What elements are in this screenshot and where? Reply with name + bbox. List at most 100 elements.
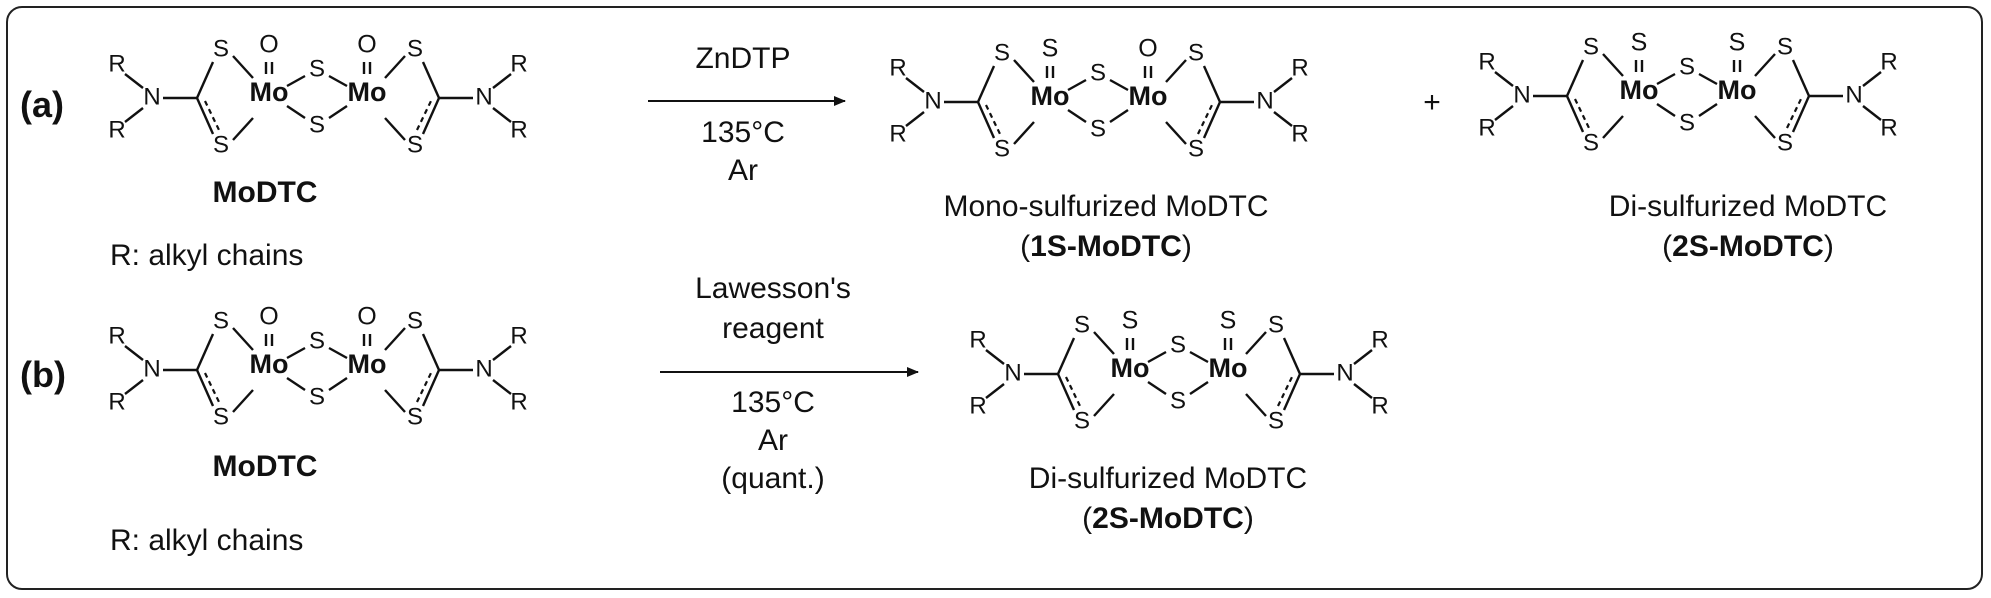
r-group-note-a: R: alkyl chains <box>110 239 303 272</box>
s-atom: S <box>1074 311 1090 338</box>
bond <box>1754 115 1776 139</box>
s-atom: S <box>1268 407 1284 434</box>
s-atom: S <box>1777 129 1793 156</box>
bond <box>1273 111 1293 127</box>
s-atom: S <box>407 131 423 158</box>
bond <box>1282 337 1302 375</box>
s-atom: S <box>1074 407 1090 434</box>
n-atom: N <box>1256 87 1273 114</box>
bond <box>421 61 441 99</box>
bond <box>1791 95 1811 133</box>
product-name-2s-a: Di-sulfurized MoDTC <box>1609 190 1887 223</box>
reactant-name-a: MoDTC <box>213 176 318 209</box>
s-atom: S <box>309 111 325 138</box>
r-atom: R <box>1371 392 1388 419</box>
bond <box>1494 105 1514 121</box>
n-atom: N <box>143 83 160 110</box>
r-atom: R <box>969 326 986 353</box>
bond <box>124 345 144 361</box>
bond <box>1165 59 1187 83</box>
bond <box>1189 350 1209 364</box>
bond <box>492 107 512 123</box>
r-atom: R <box>108 388 125 415</box>
bond <box>1013 59 1035 83</box>
plus-sign: + <box>1423 86 1441 119</box>
bond <box>905 111 925 127</box>
bond <box>1273 77 1293 93</box>
r-atom: R <box>889 120 906 147</box>
bond <box>985 383 1005 399</box>
bond <box>492 345 512 361</box>
bond <box>286 377 306 391</box>
bond <box>1698 103 1718 117</box>
bond <box>328 346 348 360</box>
bond-dashed <box>1277 376 1293 407</box>
s-atom: S <box>309 327 325 354</box>
bond <box>1109 78 1129 92</box>
mo-atom: Mo <box>250 77 289 107</box>
product-name-2s-b: Di-sulfurized MoDTC <box>1029 462 1307 495</box>
mo-atom: Mo <box>348 349 387 379</box>
s-atom-highlight: S <box>1729 29 1746 57</box>
bond <box>1202 65 1222 103</box>
r-atom: R <box>510 50 527 77</box>
bond <box>1056 337 1076 375</box>
bond <box>232 327 254 351</box>
bond <box>976 65 996 103</box>
bond <box>1754 53 1776 77</box>
bond <box>328 377 348 391</box>
s-atom: S <box>1679 109 1695 136</box>
bond <box>1602 115 1624 139</box>
bond <box>232 117 254 141</box>
s-atom: S <box>1188 39 1204 66</box>
bond <box>1602 53 1624 77</box>
bond <box>1245 331 1267 355</box>
bond <box>1656 72 1676 86</box>
bond <box>286 346 306 360</box>
bond-dashed <box>416 372 432 403</box>
r-atom: R <box>510 116 527 143</box>
mo-atom: Mo <box>1718 75 1757 105</box>
o-atom: O <box>357 303 376 331</box>
s-atom-highlight: S <box>1631 29 1648 57</box>
bond <box>905 77 925 93</box>
scheme-frame <box>6 6 1983 590</box>
bond <box>1656 103 1676 117</box>
r-atom: R <box>510 322 527 349</box>
bond-dashed <box>1065 376 1081 407</box>
bond <box>1353 383 1373 399</box>
r-atom: R <box>510 388 527 415</box>
n-atom: N <box>1004 359 1021 386</box>
n-atom: N <box>1336 359 1353 386</box>
product-name-1s: Mono-sulfurized MoDTC <box>943 190 1268 223</box>
bond <box>1791 59 1811 97</box>
s-atom: S <box>1268 311 1284 338</box>
s-atom-highlight: S <box>1122 307 1139 335</box>
bond <box>1056 373 1076 411</box>
bond-dashed <box>1197 104 1213 135</box>
bond <box>1093 331 1115 355</box>
s-atom: S <box>1679 53 1695 80</box>
bond <box>384 117 406 141</box>
bond <box>1698 72 1718 86</box>
bond <box>195 61 215 99</box>
s-atom: S <box>213 131 229 158</box>
n-atom: N <box>1513 81 1530 108</box>
bond <box>1165 121 1187 145</box>
s-atom-highlight: S <box>1220 307 1237 335</box>
r-atom: R <box>108 116 125 143</box>
r-atom: R <box>1291 54 1308 81</box>
r-atom: R <box>1880 114 1897 141</box>
bond <box>976 101 996 139</box>
n-atom: N <box>475 355 492 382</box>
bond <box>1202 101 1222 139</box>
mo-atom: Mo <box>1209 353 1248 383</box>
o-atom: O <box>357 31 376 59</box>
s-atom: S <box>309 55 325 82</box>
temperature-b: 135°C <box>731 386 815 419</box>
bond <box>1353 349 1373 365</box>
bond <box>492 379 512 395</box>
bond <box>195 333 215 371</box>
reagent-a: ZnDTP <box>695 42 790 75</box>
s-atom: S <box>1170 387 1186 414</box>
